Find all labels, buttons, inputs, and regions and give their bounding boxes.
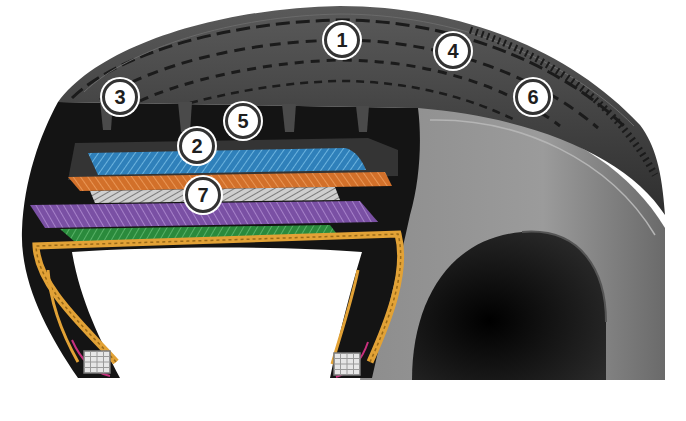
callout-number: 4 [447,41,458,61]
callout-number: 3 [114,87,125,107]
callout-circle: 3 [100,77,140,117]
callout-number: 2 [191,136,202,156]
carcass-ply [36,234,401,362]
tread-groove-cut [356,106,369,132]
belt-blue [88,148,366,175]
callout-halo [433,31,473,71]
callout-halo [177,126,217,166]
carcass-ply-texture [36,234,401,362]
callout-circle: 4 [433,31,473,71]
callout-ring-line [517,81,550,114]
belt-orange [68,172,392,191]
callout-circle: 6 [513,77,553,117]
tire-bore [412,232,606,380]
callout-halo [223,101,263,141]
bead-chafer [72,340,110,376]
callout-number: 1 [336,30,347,50]
ply-turnup [332,270,358,364]
callout-ring-line [104,81,137,114]
callout-circle: 5 [223,101,263,141]
callout-ring-line [326,24,359,57]
callout-halo [513,77,553,117]
callout-ring-line [437,35,470,68]
callout-halo [322,20,362,60]
callout-circle: 1 [322,20,362,60]
tire-section [22,102,420,378]
tread-groove-cut [282,104,296,132]
callout-number: 6 [527,87,538,107]
callout-ring-line [227,105,260,138]
bead-wires [84,351,110,373]
callout-number: 5 [237,111,248,131]
callout-ring-line [187,179,220,212]
bead-bundle [334,353,360,375]
bead-wires [334,353,360,375]
callout-circle: 7 [183,175,223,215]
callout-ring-line [181,130,214,163]
callout-halo [100,77,140,117]
ply-turnup [48,270,78,362]
callout-halo [183,175,223,215]
bore-edge [522,232,606,322]
bead-bundle [84,351,110,373]
callout-number: 7 [197,185,208,205]
shoulder-ribs [470,30,655,175]
callout-circle: 2 [177,126,217,166]
